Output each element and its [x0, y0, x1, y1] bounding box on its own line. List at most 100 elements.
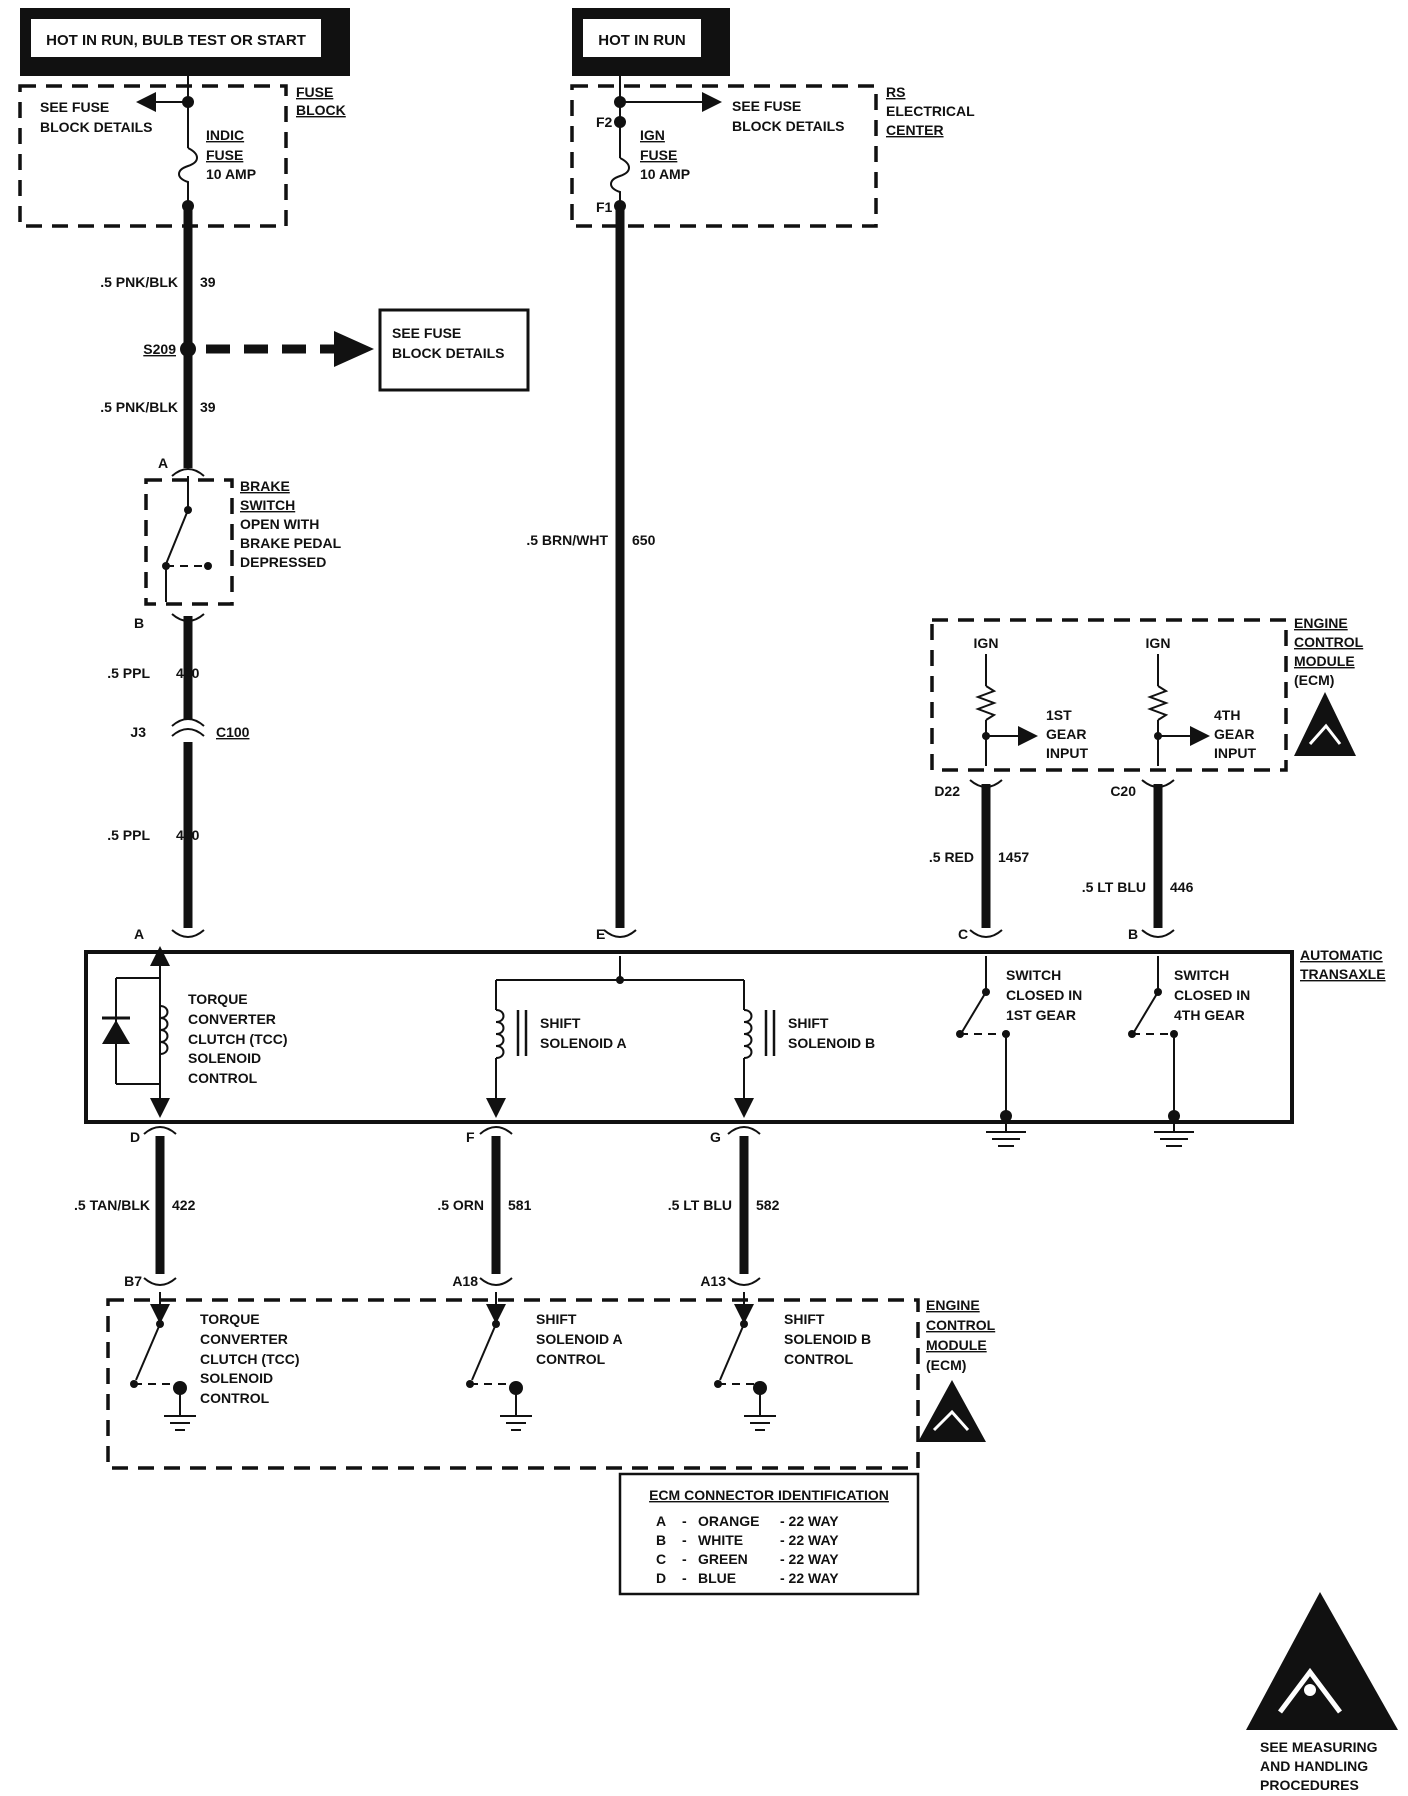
circuit-420: .5 PPL 420 J3 C100 .5 PPL 420 [107, 616, 250, 928]
ecm-connector-row: C - GREEN - 22 WAY [656, 1551, 839, 1567]
ground-icon [1154, 1120, 1194, 1147]
esd-warning-icon [1294, 692, 1356, 756]
svg-text:AUTOMATIC: AUTOMATIC [1300, 947, 1383, 963]
svg-text:GREEN: GREEN [698, 1551, 748, 1567]
hot-in-run-header: HOT IN RUN [572, 8, 730, 76]
svg-text:10 AMP: 10 AMP [206, 166, 256, 182]
svg-text:.5 PPL: .5 PPL [107, 665, 150, 681]
esd-handling-note: SEE MEASURING AND HANDLING PROCEDURES [1246, 1592, 1398, 1793]
svg-text:SEE MEASURING: SEE MEASURING [1260, 1739, 1378, 1755]
svg-text:- 22 WAY: - 22 WAY [780, 1513, 839, 1529]
svg-text:SWITCH: SWITCH [1006, 967, 1061, 983]
svg-text:.5 PNK/BLK: .5 PNK/BLK [100, 399, 178, 415]
svg-text:SHIFT: SHIFT [536, 1311, 577, 1327]
svg-text:SOLENOID A: SOLENOID A [536, 1331, 623, 1347]
ecm-connector-row: D - BLUE - 22 WAY [656, 1570, 839, 1586]
svg-text:A18: A18 [452, 1273, 478, 1289]
svg-text:CLUTCH (TCC): CLUTCH (TCC) [200, 1351, 300, 1367]
svg-text:CONTROL: CONTROL [1294, 634, 1364, 650]
svg-text:CENTER: CENTER [886, 122, 944, 138]
svg-text:GEAR: GEAR [1214, 726, 1254, 742]
circuit-581: .5 ORN 581 [437, 1136, 532, 1274]
svg-text:BLOCK: BLOCK [296, 102, 346, 118]
svg-text:BLOCK DETAILS: BLOCK DETAILS [732, 118, 845, 134]
svg-text:MODULE: MODULE [1294, 653, 1355, 669]
svg-text:RS: RS [886, 84, 905, 100]
svg-text:.5 LT BLU: .5 LT BLU [668, 1197, 732, 1213]
svg-text:BLOCK DETAILS: BLOCK DETAILS [392, 345, 505, 361]
svg-text:.5 RED: .5 RED [929, 849, 974, 865]
svg-text:A: A [656, 1513, 666, 1529]
svg-text:.5 LT BLU: .5 LT BLU [1082, 879, 1146, 895]
svg-text:F2: F2 [596, 114, 613, 130]
svg-text:E: E [596, 926, 605, 942]
svg-text:SHIFT: SHIFT [540, 1015, 581, 1031]
svg-text:SWITCH: SWITCH [240, 497, 295, 513]
svg-text:DEPRESSED: DEPRESSED [240, 554, 326, 570]
ecm-connector-identification: ECM CONNECTOR IDENTIFICATION A - ORANGE … [618, 1472, 920, 1596]
esd-warning-icon [1246, 1592, 1398, 1730]
svg-text:F1: F1 [596, 199, 613, 215]
svg-text:TORQUE: TORQUE [188, 991, 248, 1007]
svg-text:- 22 WAY: - 22 WAY [780, 1570, 839, 1586]
circuit-650: .5 BRN/WHT 650 [526, 206, 656, 928]
svg-text:SEE FUSE: SEE FUSE [392, 325, 461, 341]
svg-text:(ECM): (ECM) [1294, 672, 1334, 688]
svg-text:INPUT: INPUT [1214, 745, 1256, 761]
svg-text:.5 PPL: .5 PPL [107, 827, 150, 843]
svg-text:FUSE: FUSE [206, 147, 243, 163]
svg-text:BRAKE: BRAKE [240, 478, 290, 494]
svg-text:39: 39 [200, 399, 216, 415]
svg-text:CONVERTER: CONVERTER [188, 1011, 276, 1027]
circuit-582: .5 LT BLU 582 [668, 1136, 780, 1274]
circuit-422: .5 TAN/BLK 422 [74, 1136, 196, 1274]
automatic-transaxle: AUTOMATIC TRANSAXLE A E C B TORQUE CONVE… [84, 926, 1386, 1147]
svg-text:SWITCH: SWITCH [1174, 967, 1229, 983]
svg-text:4TH: 4TH [1214, 707, 1240, 723]
svg-text:422: 422 [172, 1197, 196, 1213]
svg-text:INDIC: INDIC [206, 127, 244, 143]
svg-text:- 22 WAY: - 22 WAY [780, 1551, 839, 1567]
splice-s209: S209 SEE FUSE BLOCK DETAILS [143, 308, 530, 392]
svg-text:CONTROL: CONTROL [188, 1070, 258, 1086]
svg-text:SOLENOID: SOLENOID [200, 1370, 273, 1386]
svg-text:SHIFT: SHIFT [788, 1015, 829, 1031]
svg-text:(ECM): (ECM) [926, 1357, 966, 1373]
svg-text:582: 582 [756, 1197, 780, 1213]
svg-text:CONTROL: CONTROL [536, 1351, 606, 1367]
svg-text:CLOSED IN: CLOSED IN [1006, 987, 1082, 1003]
svg-text:SOLENOID B: SOLENOID B [788, 1035, 875, 1051]
svg-text:CONTROL: CONTROL [926, 1317, 996, 1333]
svg-text:420: 420 [176, 665, 200, 681]
svg-text:C20: C20 [1110, 783, 1136, 799]
svg-text:WHITE: WHITE [698, 1532, 743, 1548]
svg-text:D: D [130, 1129, 140, 1145]
svg-text:AND HANDLING: AND HANDLING [1260, 1758, 1368, 1774]
svg-text:GEAR: GEAR [1046, 726, 1086, 742]
svg-text:-: - [682, 1513, 687, 1529]
svg-text:IGN: IGN [1146, 635, 1171, 651]
svg-text:SOLENOID B: SOLENOID B [784, 1331, 871, 1347]
svg-text:4TH GEAR: 4TH GEAR [1174, 1007, 1245, 1023]
svg-text:B7: B7 [124, 1273, 142, 1289]
svg-text:B: B [656, 1532, 666, 1548]
svg-text:S209: S209 [143, 341, 176, 357]
svg-text:ENGINE: ENGINE [1294, 615, 1348, 631]
svg-text:39: 39 [200, 274, 216, 290]
svg-text:SHIFT: SHIFT [784, 1311, 825, 1327]
svg-text:.5 TAN/BLK: .5 TAN/BLK [74, 1197, 150, 1213]
svg-text:A13: A13 [700, 1273, 726, 1289]
svg-text:-: - [682, 1532, 687, 1548]
svg-text:PROCEDURES: PROCEDURES [1260, 1777, 1359, 1793]
svg-text:D22: D22 [934, 783, 960, 799]
svg-text:SEE FUSE: SEE FUSE [40, 99, 109, 115]
ecm-top: ENGINE CONTROL MODULE (ECM) IGN 1ST GEAR… [930, 615, 1364, 799]
ecm-connector-row: B - WHITE - 22 WAY [656, 1532, 839, 1548]
svg-text:G: G [710, 1129, 721, 1145]
svg-text:FUSE: FUSE [640, 147, 677, 163]
svg-text:CONTROL: CONTROL [784, 1351, 854, 1367]
svg-text:650: 650 [632, 532, 656, 548]
svg-text:CLOSED IN: CLOSED IN [1174, 987, 1250, 1003]
svg-text:A: A [158, 455, 168, 471]
